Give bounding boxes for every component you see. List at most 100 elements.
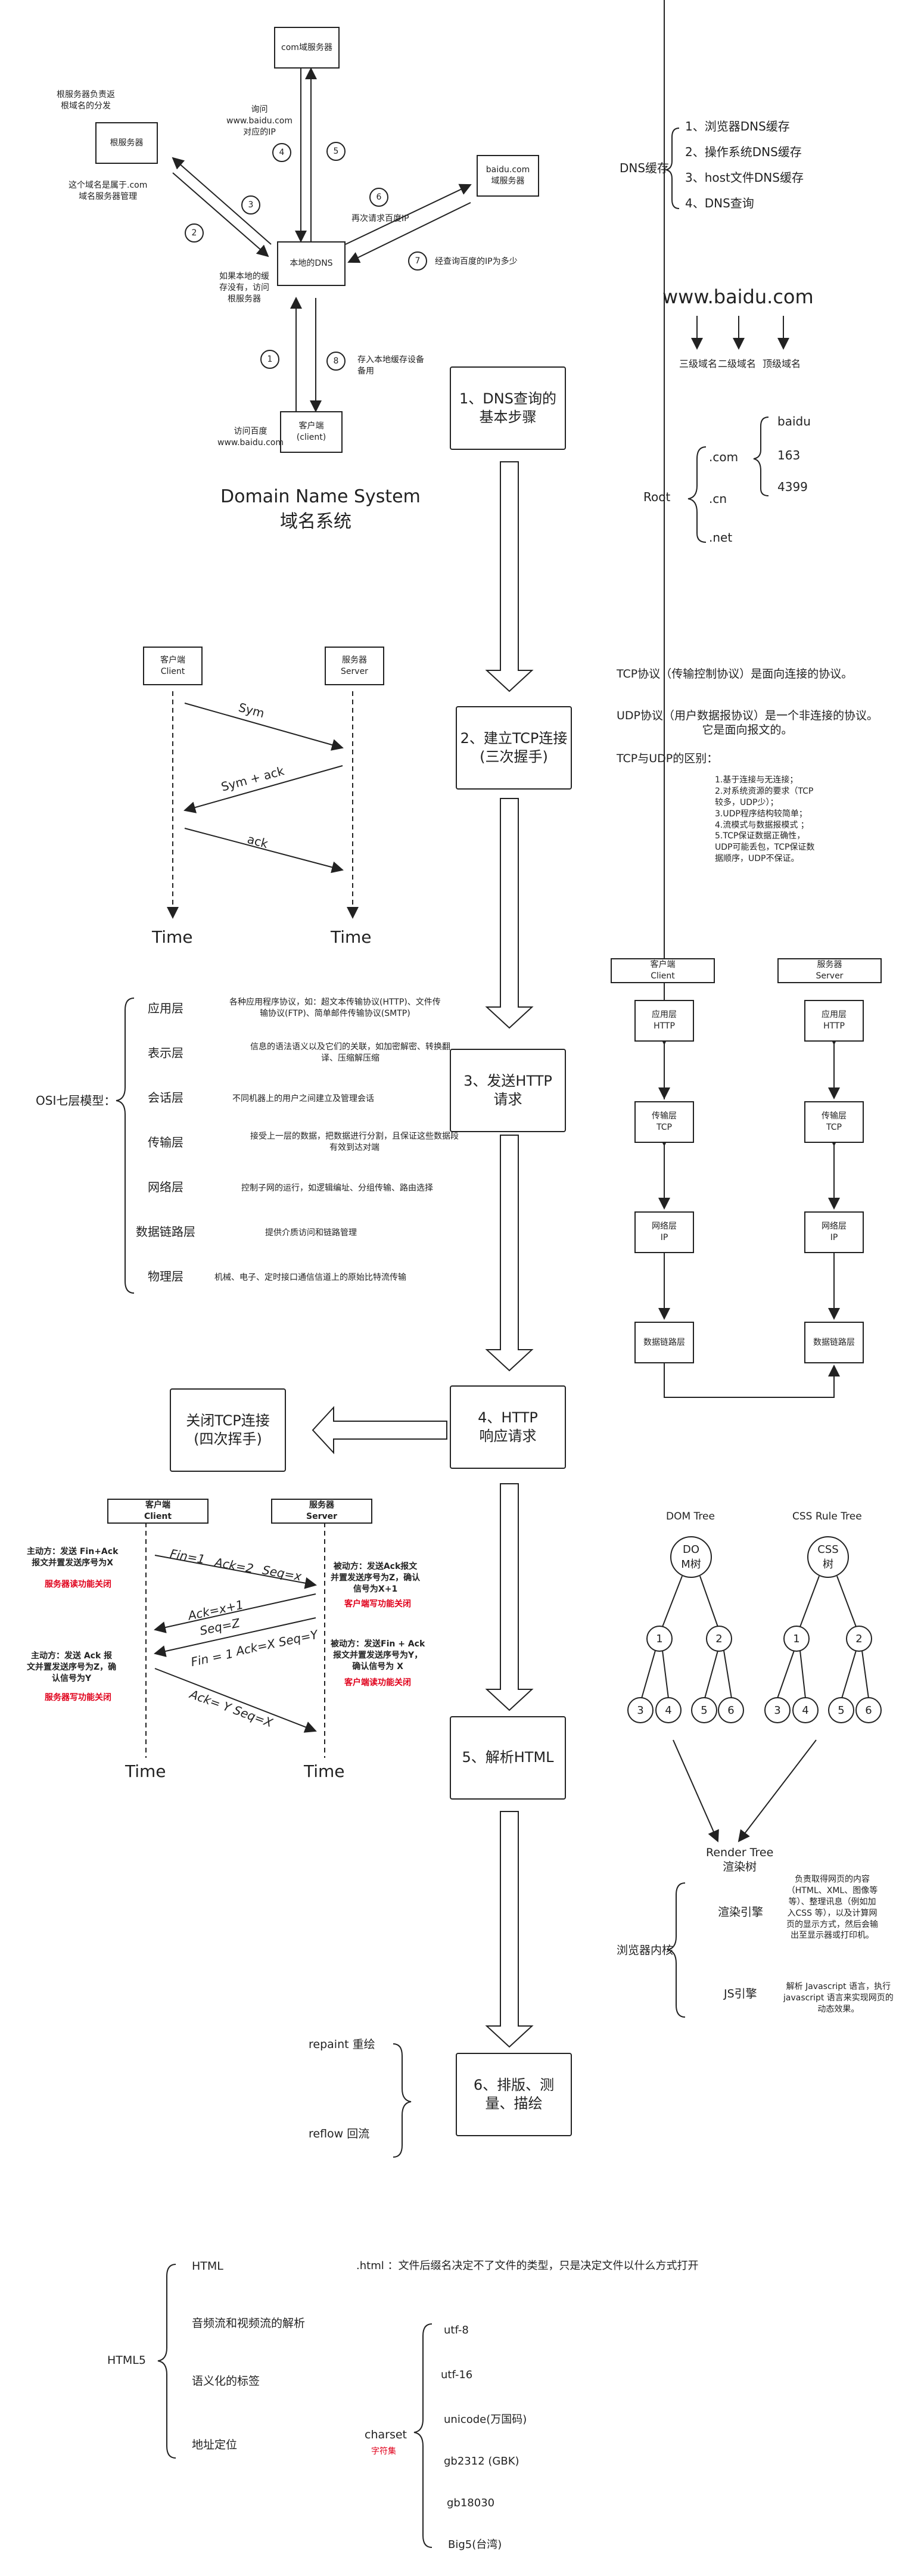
wave-time-server: Time [304, 1761, 345, 1781]
wave-server-header: 服务器 Server [271, 1499, 372, 1524]
dns-cache-item-4: 4、DNS查询 [685, 196, 754, 210]
num-4: 4 [272, 143, 291, 162]
net-label: .net [709, 530, 733, 545]
step-2-tcp: 2、建立TCP连接 (三次握手) [456, 706, 572, 790]
html5-item-2: 音频流和视频流的解析 [192, 2317, 306, 2330]
server-transport-layer: 传输层 TCP [804, 1101, 864, 1143]
charset-gb18030: gb18030 [447, 2497, 495, 2509]
hs-time-client: Time [152, 927, 193, 947]
css-node-1: 1 [783, 1626, 810, 1652]
css-node-3: 3 [764, 1697, 791, 1723]
root-note-2: 这个域名是属于.com 域名服务器管理 [69, 181, 148, 201]
get-ip-note: 经查询百度的IP为多少 [435, 257, 518, 266]
dns-cache-item-1: 1、浏览器DNS缓存 [685, 119, 790, 133]
repaint-label: repaint 重绘 [309, 2038, 375, 2051]
step-4-response: 4、HTTP 响应请求 [450, 1385, 566, 1469]
wave-time-client: Time [125, 1761, 166, 1781]
osi-layer-6: 数据链路层 [136, 1225, 195, 1239]
css-node-4: 4 [792, 1697, 819, 1723]
cn-label: .cn [709, 492, 727, 506]
diff-title: TCP与UDP的区别： [617, 752, 718, 765]
tcp-desc: TCP协议（传输控制协议）是面向连接的协议。 [617, 667, 853, 680]
client-app-layer: 应用层 HTTP [634, 1000, 694, 1042]
step-5-parse: 5、解析HTML [450, 1716, 566, 1800]
num-5: 5 [326, 142, 346, 161]
num-8: 8 [326, 352, 346, 371]
diff-list: 1.基于连接与无连接； 2.对系统资源的要求（TCP 较多，UDP少）； 3.U… [715, 775, 815, 864]
osi-desc-3: 不同机器上的用户之间建立及管理会话 [232, 1094, 374, 1104]
charset-big5: Big5(台湾) [448, 2538, 502, 2551]
charset-utf16: utf-16 [441, 2369, 473, 2381]
wave-right-note-1: 被动方：发送Ack报文 并置发送序号为Z，确认 信号为X+1 [331, 1562, 421, 1594]
dns-cache-item-2: 2、操作系统DNS缓存 [685, 145, 802, 159]
js-engine-label: JS引擎 [724, 1987, 757, 2000]
num-1: 1 [260, 350, 279, 369]
client-link-layer: 数据链路层 [634, 1322, 694, 1363]
osi-layer-1: 应用层 [148, 1001, 183, 1015]
server-network-layer: 网络层 IP [804, 1211, 864, 1253]
wave-left-note-1: 主动方：发送 Fin+Ack 报文并置发送序号为X [27, 1547, 119, 1568]
css-root-node: CSS 树 [807, 1536, 849, 1578]
stack-server-header: 服务器 Server [777, 958, 882, 983]
client-transport-layer: 传输层 TCP [634, 1101, 694, 1143]
dom-node-1: 1 [646, 1626, 673, 1652]
browser-kernel-label: 浏览器内核 [617, 1944, 674, 1957]
visit-note: 访问百度 www.baidu.com [217, 427, 284, 448]
dom-root-node: DO M树 [670, 1536, 712, 1578]
charset-label: charset [365, 2428, 407, 2441]
html5-item-3: 语义化的标签 [192, 2375, 260, 2388]
request-again-note: 再次请求百度IP [351, 214, 409, 223]
hs-client-box: 客户端 Client [143, 647, 203, 685]
dom-node-4: 4 [655, 1697, 682, 1723]
step-3-http: 3、发送HTTP 请求 [450, 1049, 566, 1132]
osi-layer-2: 表示层 [148, 1046, 183, 1060]
js-engine-desc: 解析 Javascript 语言，执行 javascript 语言来实现网页的 … [783, 1982, 894, 2014]
domain-level2: 二级域名 [718, 358, 757, 369]
dom-node-6: 6 [718, 1697, 744, 1723]
step-1-dns: 1、DNS查询的 基本步骤 [450, 366, 566, 450]
child-baidu: baidu [777, 414, 811, 428]
ask-note: 询问 www.baidu.com 对应的IP [226, 105, 293, 137]
osi-desc-2: 信息的语法语义以及它们的关联，如加密解密、转换翻 译、压缩解压缩 [250, 1042, 450, 1063]
dom-node-2: 2 [706, 1626, 732, 1652]
num-7: 7 [408, 251, 427, 271]
css-tree-label: CSS Rule Tree [792, 1511, 862, 1522]
root-note: 根服务器负责返 根域名的分发 [57, 90, 115, 111]
hs-server-box: 服务器 Server [325, 647, 384, 685]
osi-desc-7: 机械、电子、定时接口通信信道上的原始比特流传输 [214, 1273, 406, 1282]
wave-right-red-2: 客户端读功能关闭 [344, 1678, 411, 1688]
num-3: 3 [241, 195, 260, 215]
save-note: 存入本地缓存设备 备用 [357, 355, 424, 376]
wave-left-note-2: 主动方：发送 Ack 报 文并置发送序号为Z，确 认信号为Y [27, 1651, 117, 1683]
dns-cache-item-3: 3、host文件DNS缓存 [685, 170, 804, 185]
osi-layer-7: 物理层 [148, 1269, 183, 1284]
css-node-2: 2 [846, 1626, 872, 1652]
html5-item-1: HTML [192, 2260, 223, 2273]
dom-node-3: 3 [627, 1697, 654, 1723]
osi-desc-5: 控制子网的运行，如逻辑编址、分组传输、路由选择 [241, 1183, 433, 1193]
osi-layer-5: 网络层 [148, 1180, 183, 1194]
osi-label: OSI七层模型： [36, 1093, 116, 1108]
child-163: 163 [777, 448, 801, 462]
wave-client-header: 客户端 Client [107, 1499, 209, 1524]
local-dns-box: 本地的DNS [277, 241, 346, 286]
render-engine-label: 渲染引擎 [718, 1906, 764, 1919]
osi-desc-6: 提供介质访问和链路管理 [265, 1228, 357, 1238]
charset-utf8: utf-8 [444, 2324, 469, 2336]
root-label: Root [643, 490, 671, 504]
com-label: .com [709, 450, 739, 464]
step-6-layout: 6、排版、测 量、描绘 [456, 2053, 572, 2136]
osi-desc-4: 接受上一层的数据，把数据进行分割，且保证这些数据段 有效到达对端 [250, 1132, 459, 1152]
render-engine-desc: 负责取得网页的内容 （HTML、XML、图像等 等）、整理讯息（例如加 入CSS… [786, 1875, 878, 1941]
close-tcp-box: 关闭TCP连接 (四次挥手) [170, 1388, 286, 1472]
osi-desc-1: 各种应用程序协议，如：超文本传输协议(HTTP)、文件传 输协议(FTP)、简单… [229, 998, 441, 1018]
cache-note: 如果本地的缓 存没有，访问 根服务器 [219, 272, 269, 304]
wave-left-red-1: 服务器读功能关闭 [45, 1580, 111, 1589]
client-network-layer: 网络层 IP [634, 1211, 694, 1253]
dns-title-en: Domain Name System [220, 486, 421, 507]
child-4399: 4399 [777, 480, 808, 494]
server-app-layer: 应用层 HTTP [804, 1000, 864, 1042]
html5-label: HTML5 [107, 2354, 146, 2367]
html5-item-4: 地址定位 [192, 2438, 238, 2451]
